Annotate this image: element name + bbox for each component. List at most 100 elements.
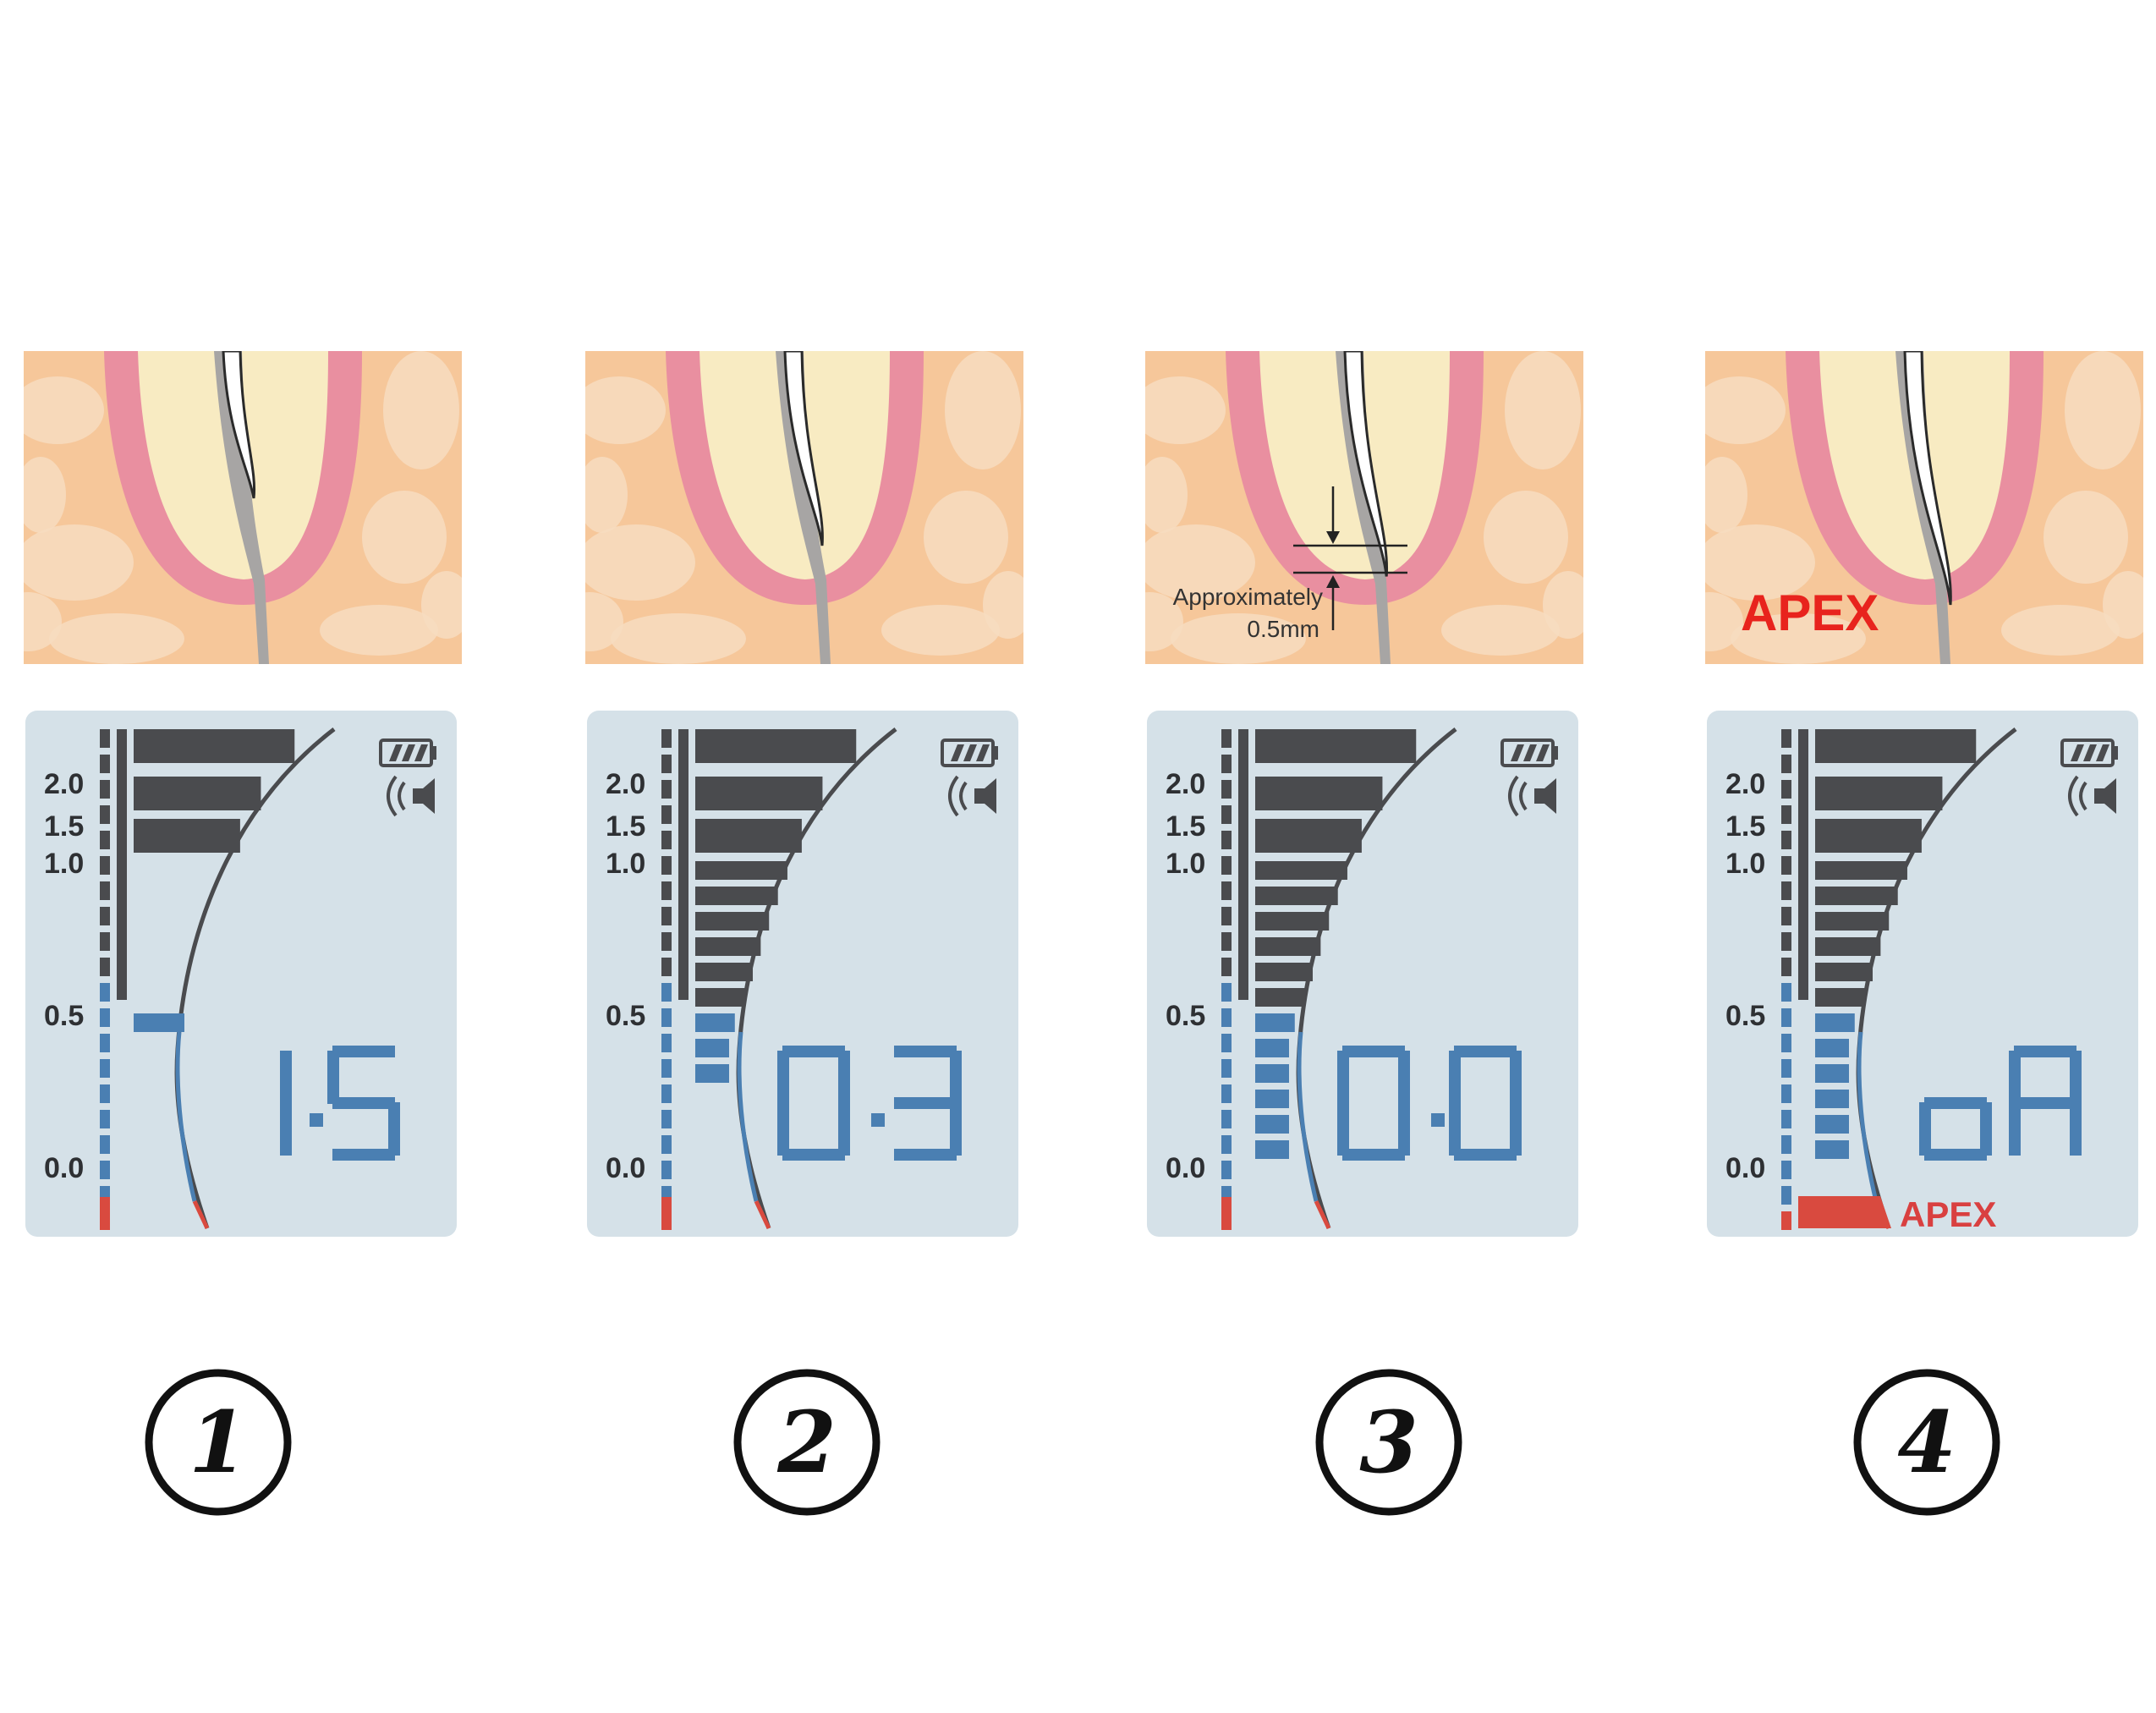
bone-trabecula [421,571,462,639]
bone-trabecula [24,457,66,533]
depth-bar [695,861,787,880]
step-circle [733,1369,881,1516]
depth-bar-blue [1255,1013,1295,1032]
progress-curve-red [754,1200,771,1230]
depth-bar [1255,988,1306,1007]
scale-column [678,729,688,1000]
scale-tick [661,856,672,875]
scale-tick [1781,1110,1791,1128]
step-number: 4 [1897,1392,1956,1492]
step-number-badge: 3 [1315,1369,1462,1516]
endodontic-file [783,351,824,546]
depth-bar [1815,819,1922,853]
scale-tick [1781,1161,1791,1179]
speaker-icon [387,775,435,817]
scale-label: 1.5 [1166,810,1205,843]
bone-trabecula [24,592,62,651]
scale-tick [100,932,110,951]
apex-tick-red [100,1197,110,1227]
lcd-digit [1919,1097,1992,1161]
step-number-badge: 2 [733,1369,881,1516]
bone-trabecula [1705,376,1786,444]
depth-bar [695,988,746,1007]
bone-trabecula [1145,457,1188,533]
scale-tick [661,780,672,799]
scale-tick [100,1034,110,1052]
depth-bar [1815,963,1873,981]
root-canal [214,351,269,664]
step-number: 3 [1359,1392,1418,1492]
scale-tick [1221,881,1232,900]
scale-label: 0.0 [606,1152,645,1184]
scale-tick [1221,958,1232,976]
depth-bar-blue [1255,1039,1289,1057]
scale-tick [100,755,110,773]
depth-bar-blue [1815,1039,1849,1057]
scale-tick [661,755,672,773]
scale-tick [1781,1135,1791,1154]
step-circle [1315,1369,1462,1516]
depth-bar-blue [1815,1013,1855,1032]
bone-trabecula [1543,571,1583,639]
scale-tick [1221,983,1232,1002]
battery-icon [2060,738,2118,767]
depth-bar-blue [1815,1064,1849,1083]
lcd-display: 2.01.51.00.50.0 [25,711,457,1237]
scale-tick [1781,1084,1791,1103]
scale-tick [100,1161,110,1179]
bone-trabecula [585,592,623,651]
bone-trabecula [1484,491,1568,584]
lcd-decimal-point [871,1113,885,1127]
scale-label: 0.0 [44,1152,84,1184]
step-number-badge: 4 [1853,1369,2000,1516]
scale-tick [1781,780,1791,799]
scale-tick [100,1008,110,1027]
scale-tick [661,831,672,849]
depth-bar [695,777,823,810]
depth-bar [695,887,778,905]
bone-trabecula [2065,351,2141,469]
step-number-badge: 1 [145,1369,292,1516]
scale-label: 1.0 [44,848,84,880]
lcd-background [1147,711,1578,1237]
scale-tick [1221,755,1232,773]
scale-tick [1221,1161,1232,1179]
apex-label: APEX [1741,585,1879,641]
scale-tick [1221,729,1232,748]
battery-icon [941,738,998,767]
scale-tick [1221,805,1232,824]
tooth-illustration [585,351,1023,664]
bone-trabecula [1145,592,1183,651]
lcd-display: 2.01.51.00.50.0 [587,711,1018,1237]
progress-curve-blue [175,1031,197,1202]
scale-tick [1781,856,1791,875]
bone-trabecula [362,491,447,584]
apex-bar-red [1798,1196,1891,1228]
depth-bar-blue [695,1013,735,1032]
scale-column [1798,729,1808,1000]
lcd-digit [1337,1046,1410,1161]
scale-tick [661,958,672,976]
depth-bar-blue [1255,1140,1289,1159]
stage-svg: 2.01.51.00.50.0 2 [585,351,1023,1516]
scale-tick [661,729,672,748]
lcd-digit [894,1046,962,1161]
bone-trabecula [585,524,695,601]
scale-tick [100,1084,110,1103]
annotation-line2: 0.5mm [1247,616,1319,642]
speaker-icon [948,775,996,817]
lcd-apex-label: APEX [1900,1194,1996,1234]
scale-tick [1221,1008,1232,1027]
scale-label: 0.0 [1166,1152,1205,1184]
scale-tick [1781,1034,1791,1052]
bone-trabecula [1145,376,1226,444]
scale-column [117,729,127,1000]
scale-tick [1781,983,1791,1002]
scale-tick [1781,1008,1791,1027]
scale-tick [661,1161,672,1179]
bone-trabecula [320,605,438,656]
bone-trabecula [1505,351,1581,469]
scale-tick [1781,1186,1791,1205]
